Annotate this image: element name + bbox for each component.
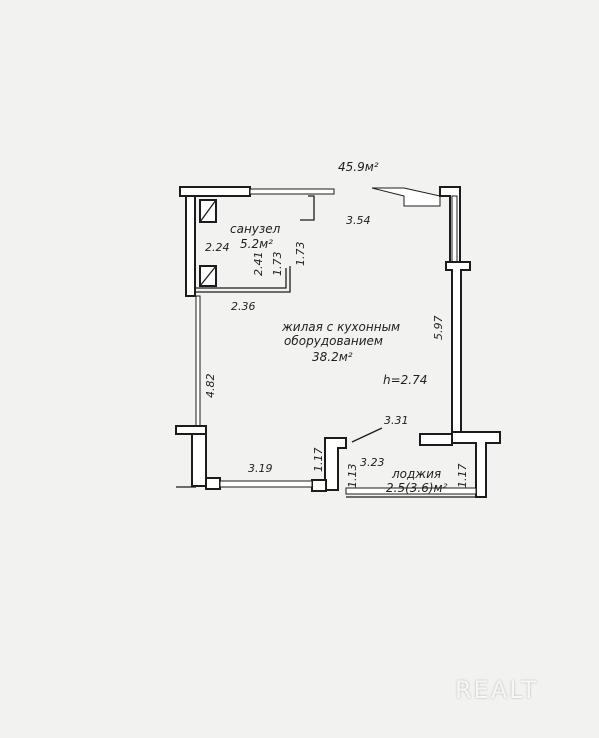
wall-right — [445, 261, 471, 433]
dim-loggia-top: 3.31 — [384, 414, 409, 427]
dim-loggia-right: 1.17 — [456, 464, 469, 489]
window-left — [195, 295, 201, 427]
window-top-right — [371, 187, 441, 207]
bathroom-area: 5.2м² — [240, 237, 273, 251]
leader-line — [351, 427, 383, 443]
window-top — [249, 188, 335, 195]
shaft-upper-diag — [199, 199, 217, 223]
bathroom-wall-inner — [196, 266, 291, 293]
shaft-lower-diag — [199, 265, 217, 287]
dim-bottom-mid: 1.17 — [312, 448, 325, 473]
dim-right-wall: 5.97 — [432, 316, 445, 341]
dim-loggia-width: 3.23 — [360, 456, 385, 469]
loggia-mid-block — [311, 479, 327, 492]
total-area-label: 45.9м² — [338, 160, 379, 174]
wall-left-upper — [185, 195, 196, 297]
watermark-logo: REALT — [455, 676, 538, 704]
living-area: 38.2м² — [312, 350, 353, 364]
loggia-area: 2.5(3.6)м² — [386, 481, 448, 495]
window-loggia — [345, 487, 477, 495]
dim-loggia-left: 1.13 — [346, 464, 359, 489]
living-name-line2: оборудованием — [284, 334, 383, 348]
dim-bath-left: 2.24 — [205, 241, 230, 254]
dim-bath-right: 1.73 — [294, 242, 307, 267]
ceiling-height: h=2.74 — [383, 373, 427, 387]
dim-bath-inner: 2.41 — [252, 252, 265, 277]
dim-bath-inner2: 1.73 — [271, 252, 284, 277]
dim-bath-bottom: 2.36 — [231, 300, 256, 313]
dim-left-wall: 4.82 — [204, 374, 217, 399]
wall-loggia-mid — [324, 437, 347, 491]
window-bottom — [219, 480, 313, 488]
dim-top-right: 3.54 — [346, 214, 371, 227]
bathroom-partition — [300, 195, 315, 221]
walls — [175, 186, 501, 498]
window-right-upper — [451, 195, 458, 263]
loggia-name: лоджия — [391, 467, 441, 481]
loggia-door-block — [419, 433, 453, 446]
bathroom-name: санузел — [230, 222, 281, 236]
wall-left-stub — [175, 425, 207, 435]
dim-bottom-left: 3.19 — [248, 462, 273, 475]
living-name-line1: жилая с кухонным — [281, 320, 400, 334]
left-bottom-block — [205, 477, 221, 490]
labels: 45.9м² 3.54 санузел 5.2м² 2.24 2.41 1.73… — [204, 160, 469, 495]
bathroom-wall-bottom — [196, 268, 287, 289]
